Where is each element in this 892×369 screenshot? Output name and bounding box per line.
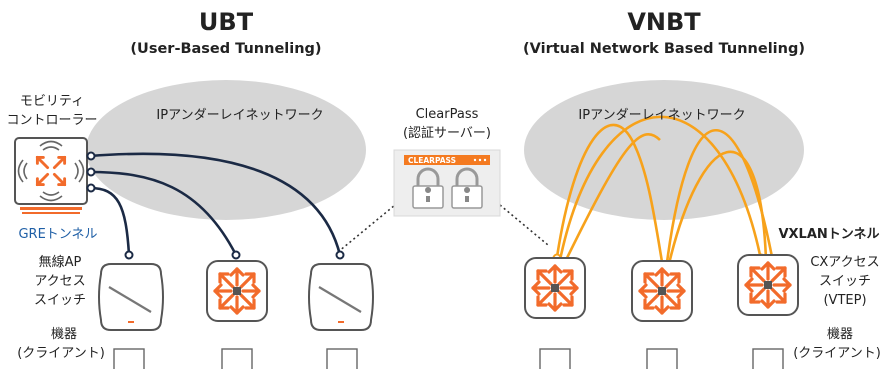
vnbt-title: VNBT bbox=[627, 8, 701, 36]
access-switch-icon bbox=[205, 259, 269, 323]
mobility-controller-icon bbox=[14, 137, 88, 214]
controller-label-line1: モビリティ bbox=[19, 94, 85, 109]
gre-tunnels bbox=[89, 152, 342, 256]
wireless-ap-icon bbox=[97, 262, 165, 332]
switch-label: スイッチ bbox=[33, 293, 86, 308]
wireless-ap-icon bbox=[307, 262, 375, 332]
ubt-underlay-label: IPアンダーレイネットワーク bbox=[156, 108, 324, 123]
ubt-underlay-cloud bbox=[86, 80, 366, 220]
clearpass-label-line1: ClearPass bbox=[415, 107, 479, 122]
vnbt-client-label-line2: (クライアント) bbox=[793, 346, 881, 361]
cx-switch-label-line1: CXアクセス bbox=[810, 255, 880, 270]
gre-tunnel-label: GREトンネル bbox=[18, 227, 98, 242]
clearpass-label-line2: (認証サーバー) bbox=[402, 126, 491, 141]
vxlan-tunnel-label: VXLANトンネル bbox=[778, 227, 880, 242]
client-device-icon bbox=[752, 348, 784, 369]
controller-label-line2: コントローラー bbox=[6, 113, 98, 128]
ubt-subtitle: (User-Based Tunneling) bbox=[130, 41, 322, 57]
vnbt-subtitle: (Virtual Network Based Tunneling) bbox=[523, 41, 805, 57]
lock-icon bbox=[412, 167, 444, 209]
clearpass-link-ubt bbox=[337, 204, 396, 253]
vxlan-tunnels bbox=[555, 115, 775, 271]
vnbt-client-label-line1: 機器 bbox=[826, 327, 853, 342]
cx-switch-label-line3: (VTEP) bbox=[823, 293, 867, 308]
access-label: アクセス bbox=[34, 274, 86, 289]
client-device-icon bbox=[326, 348, 358, 369]
cx-switch-icon bbox=[523, 256, 587, 320]
clearpass-link-vnbt bbox=[499, 204, 549, 246]
vnbt-underlay-cloud bbox=[524, 80, 804, 220]
vnbt-underlay-label: IPアンダーレイネットワーク bbox=[578, 108, 746, 123]
cx-switch-icon bbox=[630, 259, 694, 323]
client-device-icon bbox=[539, 348, 571, 369]
client-device-icon bbox=[646, 348, 678, 369]
ubt-client-label-line2: (クライアント) bbox=[17, 346, 105, 361]
wireless-ap-label: 無線AP bbox=[38, 255, 82, 270]
client-device-icon bbox=[221, 348, 253, 369]
lock-icon bbox=[451, 167, 483, 209]
ubt-client-label-line1: 機器 bbox=[50, 327, 77, 342]
client-device-icon bbox=[113, 348, 145, 369]
cx-switch-icon bbox=[736, 253, 800, 317]
cx-switch-label-line2: スイッチ bbox=[818, 274, 871, 289]
ubt-title: UBT bbox=[198, 8, 254, 36]
clearpass-server-icon: CLEARPASS bbox=[393, 149, 501, 217]
clearpass-badge: CLEARPASS bbox=[408, 156, 456, 165]
